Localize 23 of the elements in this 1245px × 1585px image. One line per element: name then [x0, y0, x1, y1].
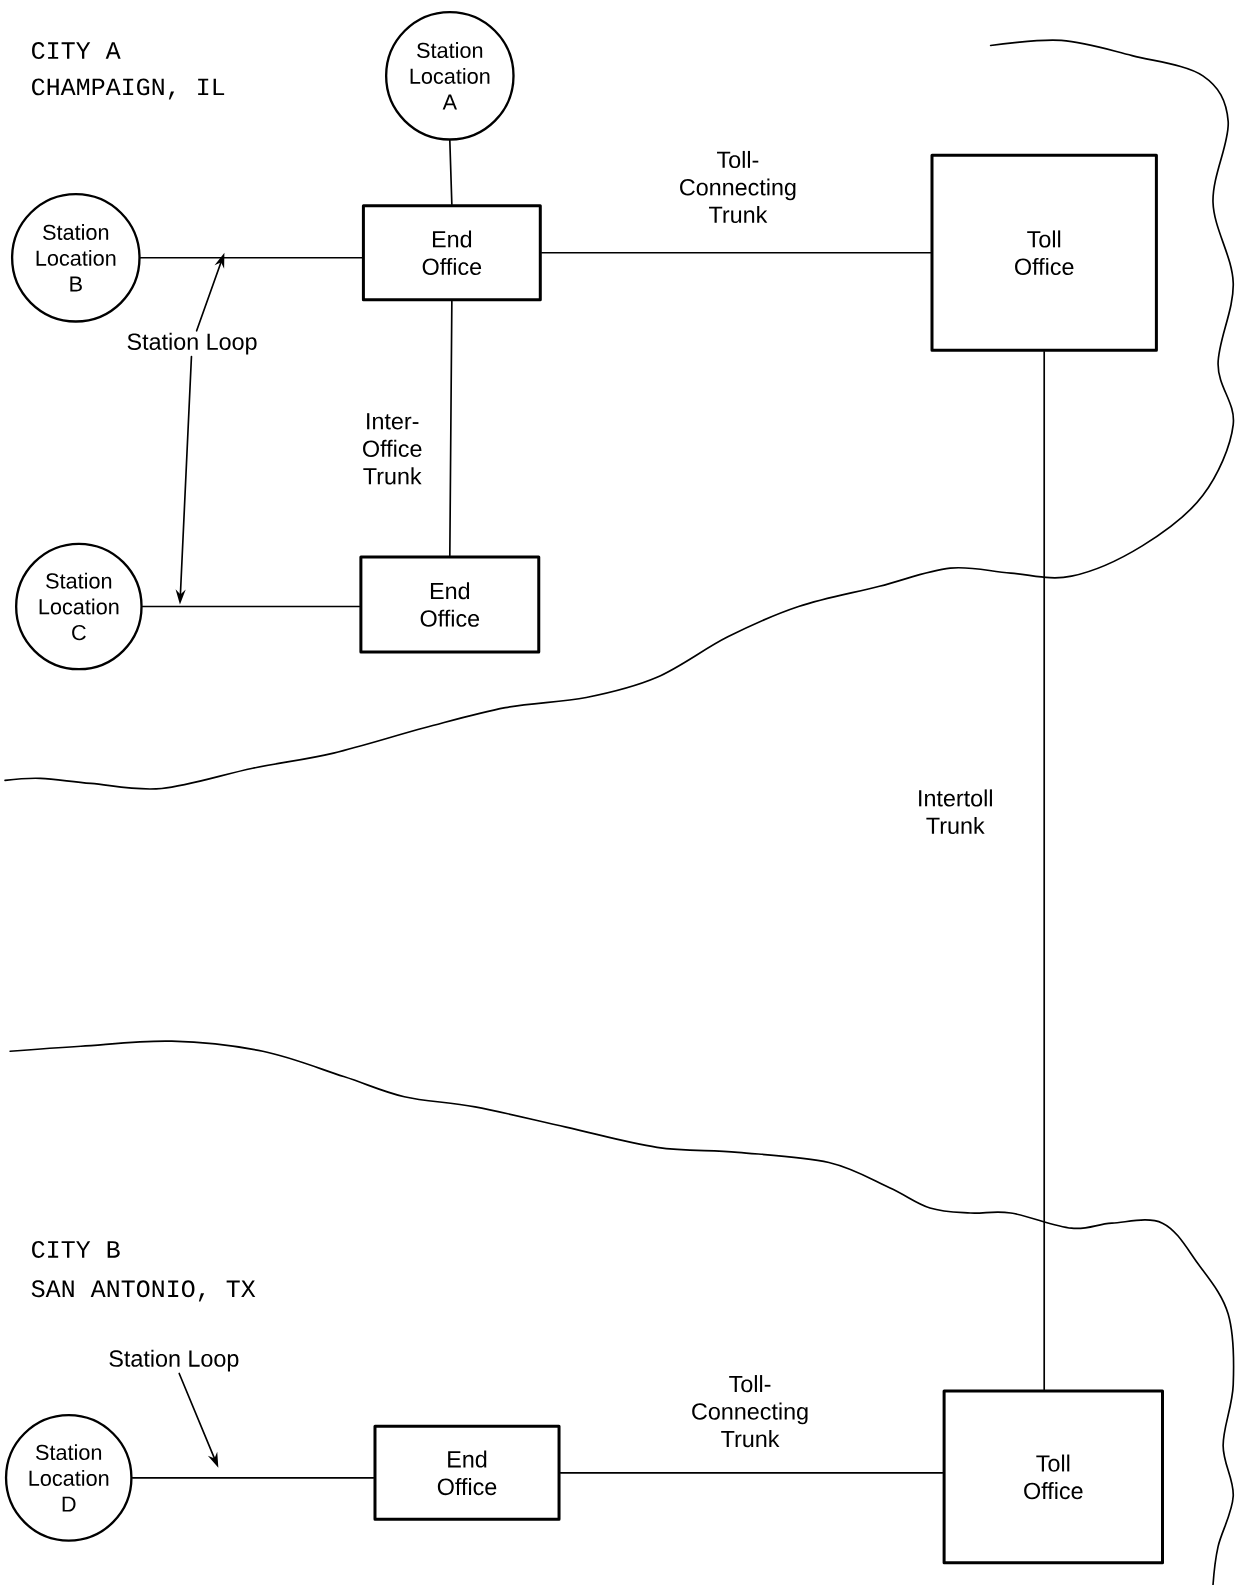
trunk-line: [448, 139, 453, 206]
callout-label: Station Loop: [127, 332, 257, 355]
office-box: Toll Office: [930, 153, 1158, 352]
trunk-line: [139, 256, 363, 259]
trunk-line: [141, 605, 361, 608]
edge-label: Toll-Connecting Trunk: [692, 1375, 808, 1448]
office-box: End Office: [373, 1424, 561, 1521]
office-box: End Office: [359, 555, 541, 654]
city-label: SAN ANTONIO, TX: [31, 1280, 256, 1302]
trunk-line: [540, 251, 932, 254]
trunk-line: [131, 1477, 375, 1479]
office-box: End Office: [361, 204, 542, 302]
edge-label: Toll-Connecting Trunk: [679, 150, 796, 224]
city-label: CITY A: [31, 42, 121, 60]
trunk-line: [448, 300, 453, 557]
city-label: CHAMPAIGN, IL: [31, 78, 224, 100]
edge-label: Inter-Office Trunk: [362, 413, 422, 485]
trunk-line: [1043, 350, 1045, 1391]
city-label: CITY B: [31, 1240, 120, 1258]
trunk-line: [559, 1471, 944, 1474]
callout-label: Station Loop: [109, 1349, 239, 1372]
edge-label: Intertoll Trunk: [918, 789, 992, 835]
office-box: Toll Office: [942, 1389, 1164, 1565]
